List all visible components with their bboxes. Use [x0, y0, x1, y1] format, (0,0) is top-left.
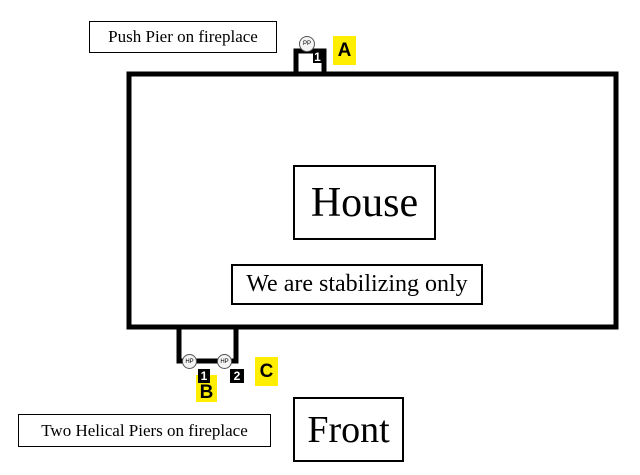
push-pier-marker: PP — [299, 36, 315, 52]
push-pier-callout: Push Pier on fireplace — [89, 21, 277, 53]
helical-piers-callout: Two Helical Piers on fireplace — [18, 414, 271, 447]
house-outline — [126, 71, 619, 330]
house-title: House — [293, 165, 436, 240]
label-c-marker: C — [255, 357, 278, 386]
label-a-marker: A — [333, 36, 356, 65]
stabilizing-note: We are stabilizing only — [231, 264, 483, 305]
bottom-fireplace-outline — [176, 327, 239, 364]
front-label: Front — [293, 397, 404, 462]
helical-pier-marker-2: HP — [217, 354, 232, 369]
helical-pier-number-2: 2 — [230, 369, 244, 383]
helical-pier-number-1: 1 — [198, 369, 210, 383]
helical-pier-marker-1: HP — [182, 354, 197, 369]
push-pier-number-1: 1 — [313, 49, 322, 64]
